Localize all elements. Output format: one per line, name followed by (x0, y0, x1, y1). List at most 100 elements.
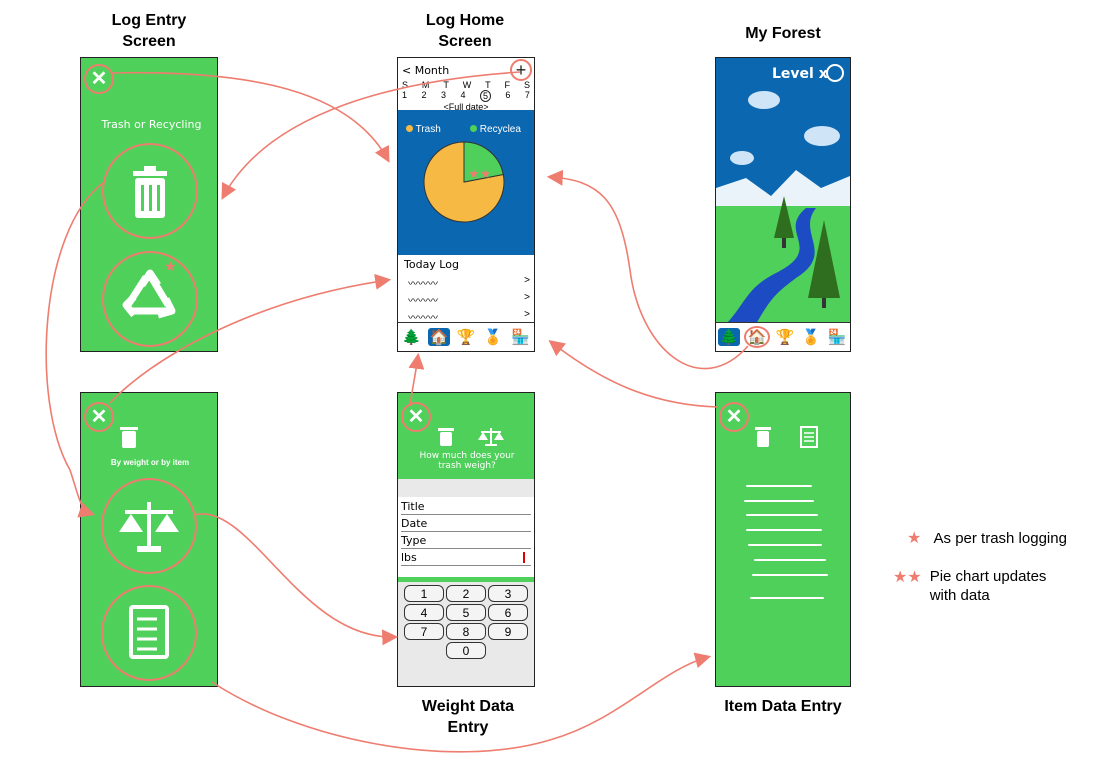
legend-double-text: Pie chart updates with data (929, 568, 1047, 604)
level-label: Level x (772, 66, 828, 82)
log-list-item[interactable]: 〰〰〰 > (408, 292, 530, 307)
weekday: T (443, 80, 449, 90)
close-button[interactable]: ✕ (719, 402, 749, 432)
by-weight-or-item-heading: By weight or by item (110, 458, 190, 467)
item-line[interactable] (746, 514, 818, 516)
trophy-tab-icon[interactable]: 🏆 (775, 329, 795, 346)
legend-single-text: As per trash logging (933, 530, 1067, 547)
weekday-row: S M T W T F S (402, 80, 530, 90)
lbs-field[interactable]: lbs (401, 550, 531, 566)
store-tab-icon[interactable]: 🏪 (827, 329, 847, 346)
close-button[interactable]: ✕ (401, 402, 431, 432)
date-row: 1 2 3 4 5 6 7 (402, 90, 530, 102)
weekday: S (523, 80, 530, 90)
tree-tab-icon[interactable]: 🌲 (402, 329, 421, 346)
key-0[interactable]: 0 (446, 642, 486, 659)
calendar-week: S M T W T F S 1 2 3 4 5 6 7 <Full date> (402, 80, 530, 112)
stats-panel: Trash Recyclea ★★ (398, 110, 534, 255)
text-cursor (523, 552, 525, 563)
recycle-option-button[interactable] (102, 251, 198, 347)
type-field[interactable]: Type (401, 533, 531, 549)
weight-question: How much does your trash weigh? (419, 451, 515, 471)
home-tab-icon[interactable]: 🏠 (744, 326, 770, 348)
arrow-item-close-to-home (548, 340, 719, 408)
key-9[interactable]: 9 (488, 623, 528, 640)
key-8[interactable]: 8 (446, 623, 486, 640)
item-line[interactable] (746, 485, 812, 487)
date-cell[interactable]: 7 (524, 90, 530, 100)
item-line[interactable] (752, 574, 828, 576)
weekday: W (462, 80, 472, 90)
log-entry-screen: ✕ Trash or Recycling ★ (80, 57, 218, 352)
weekday: S (402, 80, 409, 90)
scale-icon (478, 428, 504, 446)
star-icon: ★ (907, 530, 922, 547)
weekday: M (421, 80, 430, 90)
trash-option-button[interactable] (102, 143, 198, 239)
key-3[interactable]: 3 (488, 585, 528, 602)
weekday: F (504, 80, 511, 90)
weight-entry-title: Weight Data Entry (421, 698, 515, 736)
single-star-marker: ★ (164, 258, 177, 274)
by-item-button[interactable] (101, 585, 197, 681)
item-entry-screen: ✕ (715, 392, 851, 687)
key-2[interactable]: 2 (446, 585, 486, 602)
double-star-marker: ★★ (468, 166, 491, 181)
trash-can-icon (755, 427, 771, 447)
log-entry-title: Log Entry Screen (111, 12, 187, 50)
my-forest-title: My Forest (745, 25, 821, 42)
key-5[interactable]: 5 (446, 604, 486, 621)
date-field[interactable]: Date (401, 516, 531, 532)
title-field[interactable]: Title (401, 499, 531, 515)
tree-tab-icon[interactable]: 🌲 (718, 328, 740, 346)
date-cell[interactable]: 1 (402, 90, 408, 100)
item-line[interactable] (746, 529, 822, 531)
checklist-icon (129, 605, 169, 659)
arrow-scale-to-weight (193, 513, 399, 646)
chevron-right-icon: > (524, 309, 530, 320)
legend-double-star: ★★ Pie chart updates with data (893, 567, 1046, 605)
medal-tab-icon[interactable]: 🏅 (483, 329, 503, 346)
legend-single-star: ★ As per trash logging (907, 528, 1067, 548)
log-item-text: 〰〰〰 (408, 279, 438, 290)
month-selector[interactable]: < Month (402, 64, 450, 77)
key-7[interactable]: 7 (404, 623, 444, 640)
tab-bar: 🌲 🏠 🏆 🏅 🏪 (398, 322, 534, 351)
log-list-item[interactable]: 〰〰〰 > (408, 275, 530, 290)
recycle-icon (122, 269, 176, 319)
date-cell[interactable]: 6 (505, 90, 511, 100)
today-log-heading: Today Log (404, 258, 459, 271)
profile-avatar-icon[interactable] (826, 64, 844, 82)
add-log-button[interactable]: + (510, 59, 532, 81)
chevron-right-icon: > (524, 292, 530, 303)
chevron-right-icon: > (524, 275, 530, 286)
date-cell[interactable]: 4 (460, 90, 466, 100)
date-cell[interactable]: 2 (421, 90, 427, 100)
close-button[interactable]: ✕ (84, 64, 114, 94)
log-choice-screen: ✕ By weight or by item (80, 392, 218, 687)
item-line[interactable] (754, 559, 826, 561)
key-4[interactable]: 4 (404, 604, 444, 621)
medal-tab-icon[interactable]: 🏅 (801, 329, 821, 346)
log-list-item[interactable]: 〰〰〰 > (408, 309, 530, 324)
date-cell[interactable]: 3 (440, 90, 446, 100)
key-1[interactable]: 1 (404, 585, 444, 602)
close-button[interactable]: ✕ (84, 402, 114, 432)
item-line[interactable] (748, 544, 822, 546)
log-home-title: Log Home Screen (425, 12, 505, 50)
key-6[interactable]: 6 (488, 604, 528, 621)
item-line[interactable] (750, 597, 824, 599)
weekday: T (485, 80, 491, 90)
trash-can-icon (438, 428, 454, 446)
trophy-tab-icon[interactable]: 🏆 (456, 329, 476, 346)
by-weight-button[interactable] (101, 478, 197, 574)
document-icon (800, 426, 818, 448)
log-item-text: 〰〰〰 (408, 296, 438, 307)
double-star-icon: ★★ (893, 569, 922, 586)
green-separator (398, 577, 534, 582)
tab-bar: 🌲 🏠 🏆 🏅 🏪 (716, 322, 850, 351)
store-tab-icon[interactable]: 🏪 (511, 329, 530, 346)
date-cell-selected[interactable]: 5 (479, 90, 491, 102)
item-line[interactable] (744, 500, 814, 502)
home-tab-icon[interactable]: 🏠 (427, 328, 450, 346)
